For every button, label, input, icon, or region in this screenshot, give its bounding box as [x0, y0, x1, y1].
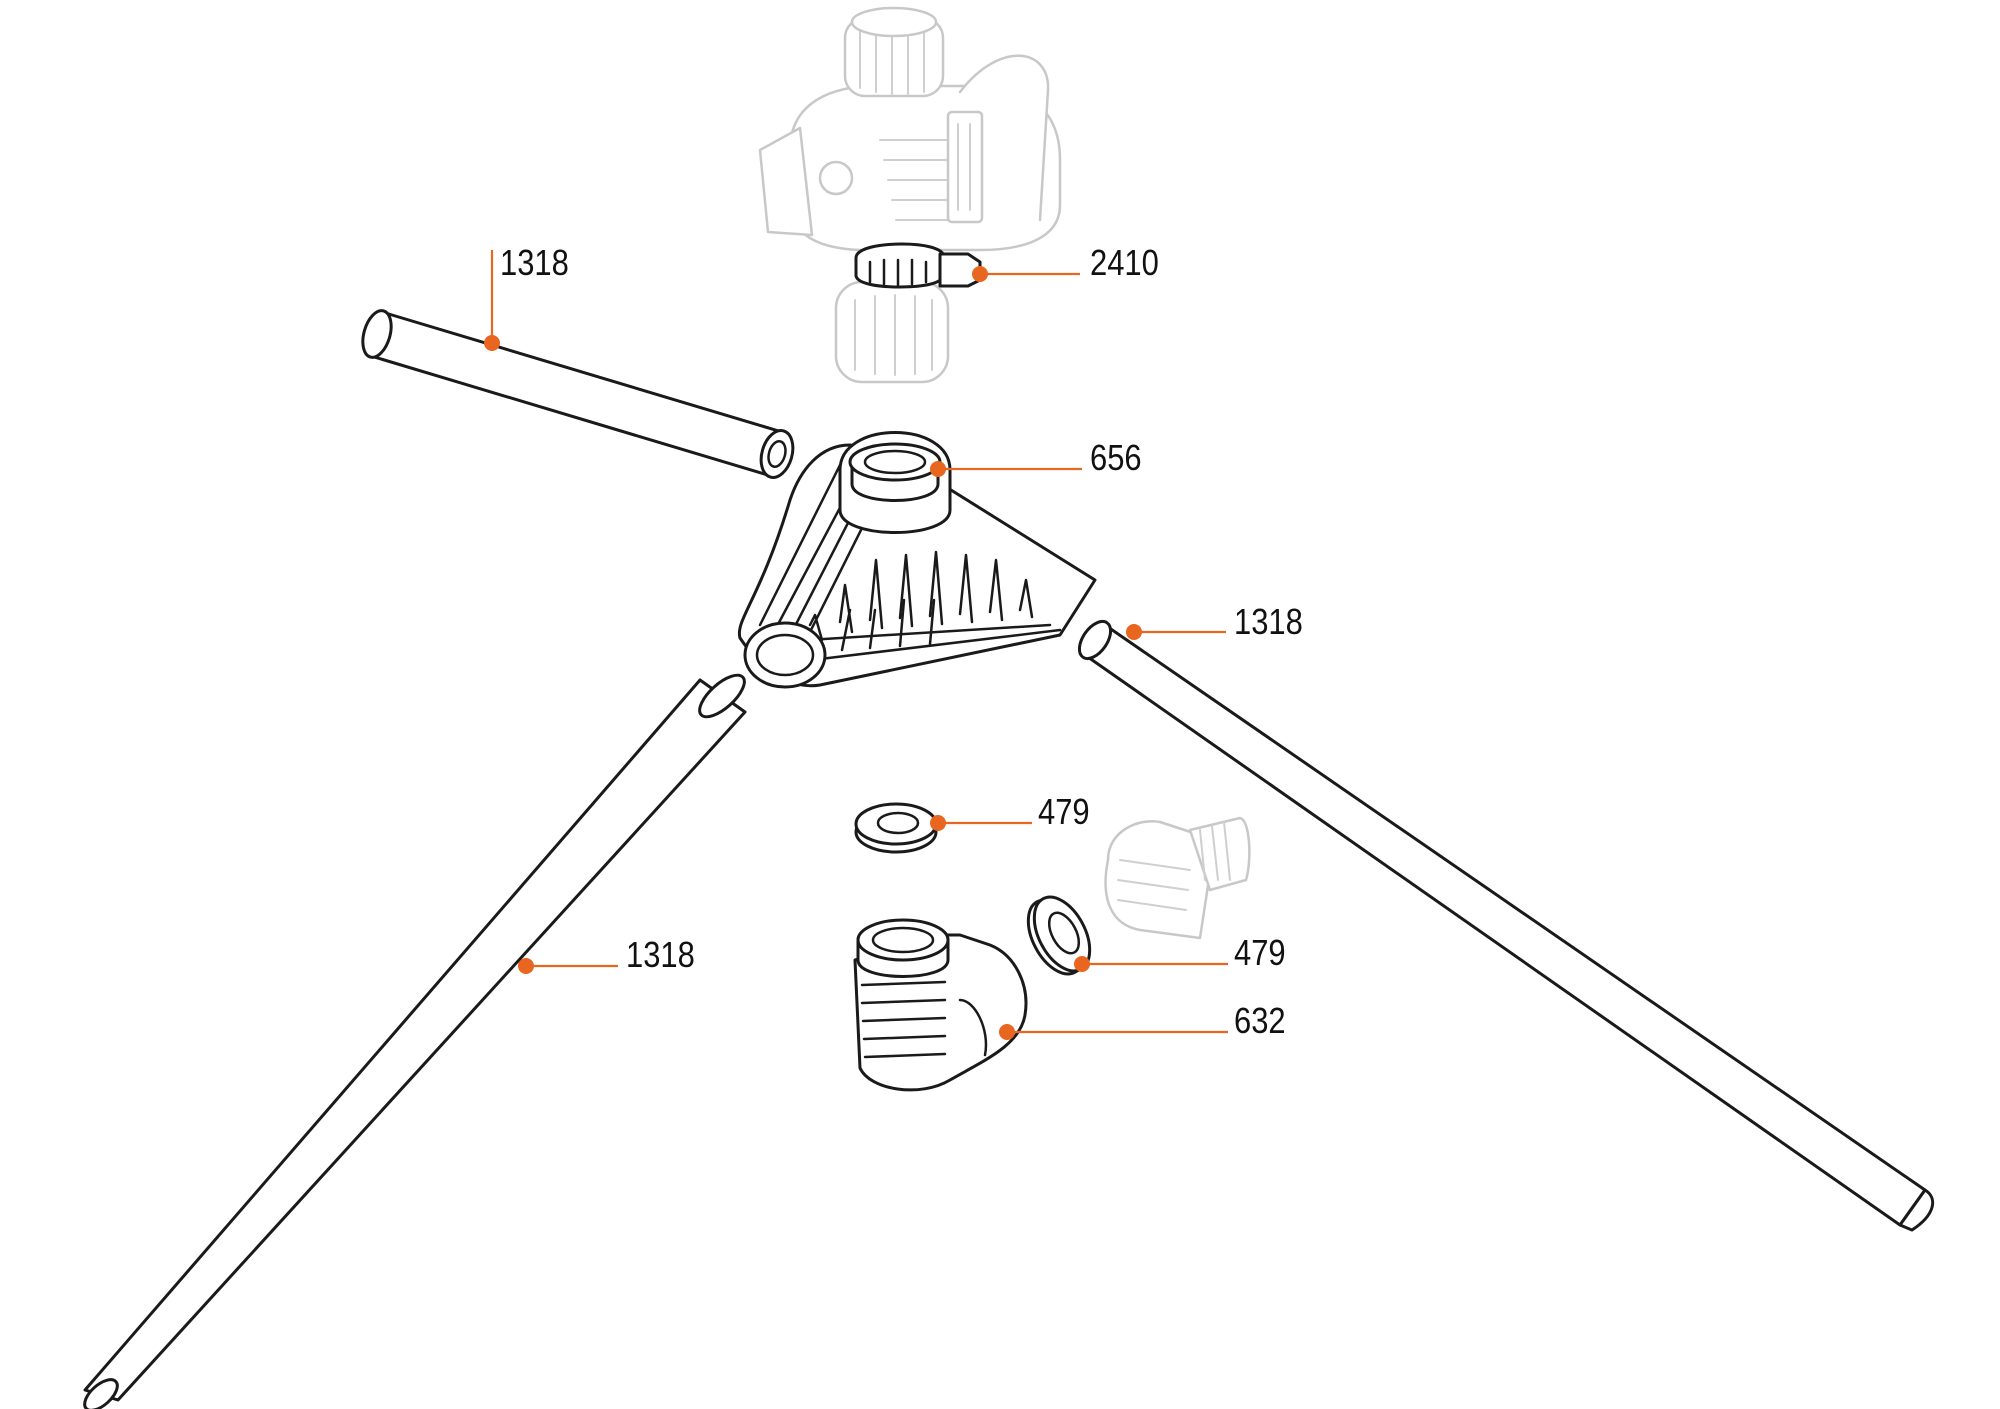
part-632-elbow — [853, 918, 1028, 1092]
callout-rod-right — [1126, 624, 1226, 640]
label-elbow-connector: 632 — [1234, 1000, 1286, 1041]
label-washer-upper: 479 — [1038, 791, 1090, 832]
part-1318-rod-right — [1077, 619, 1935, 1232]
part-656-tripod-hub — [737, 431, 1097, 689]
part-1318-rod-top-left — [361, 309, 795, 479]
callout-rod-bottom-left — [518, 958, 618, 974]
label-rod-right: 1318 — [1234, 601, 1303, 642]
callout-rod-top-left — [484, 250, 500, 351]
callout-elbow-connector — [999, 1024, 1228, 1040]
label-sprinkler-clip: 2410 — [1090, 242, 1159, 283]
callout-tripod-hub — [930, 461, 1082, 477]
part-479-washer-upper — [854, 802, 938, 854]
part-479-washer-lower — [1026, 895, 1092, 976]
callout-sprinkler-clip — [972, 266, 1080, 282]
adapter-ghost — [1104, 816, 1251, 940]
callout-washer-upper — [930, 815, 1032, 831]
label-tripod-hub: 656 — [1090, 437, 1142, 478]
label-rod-bottom-left: 1318 — [626, 934, 695, 975]
label-washer-lower: 479 — [1234, 932, 1286, 973]
sprinkler-head-ghost — [758, 6, 1062, 384]
part-1318-rod-bottom-left — [83, 673, 747, 1409]
label-rod-top-left: 1318 — [500, 242, 569, 283]
callout-washer-lower — [1074, 956, 1228, 972]
